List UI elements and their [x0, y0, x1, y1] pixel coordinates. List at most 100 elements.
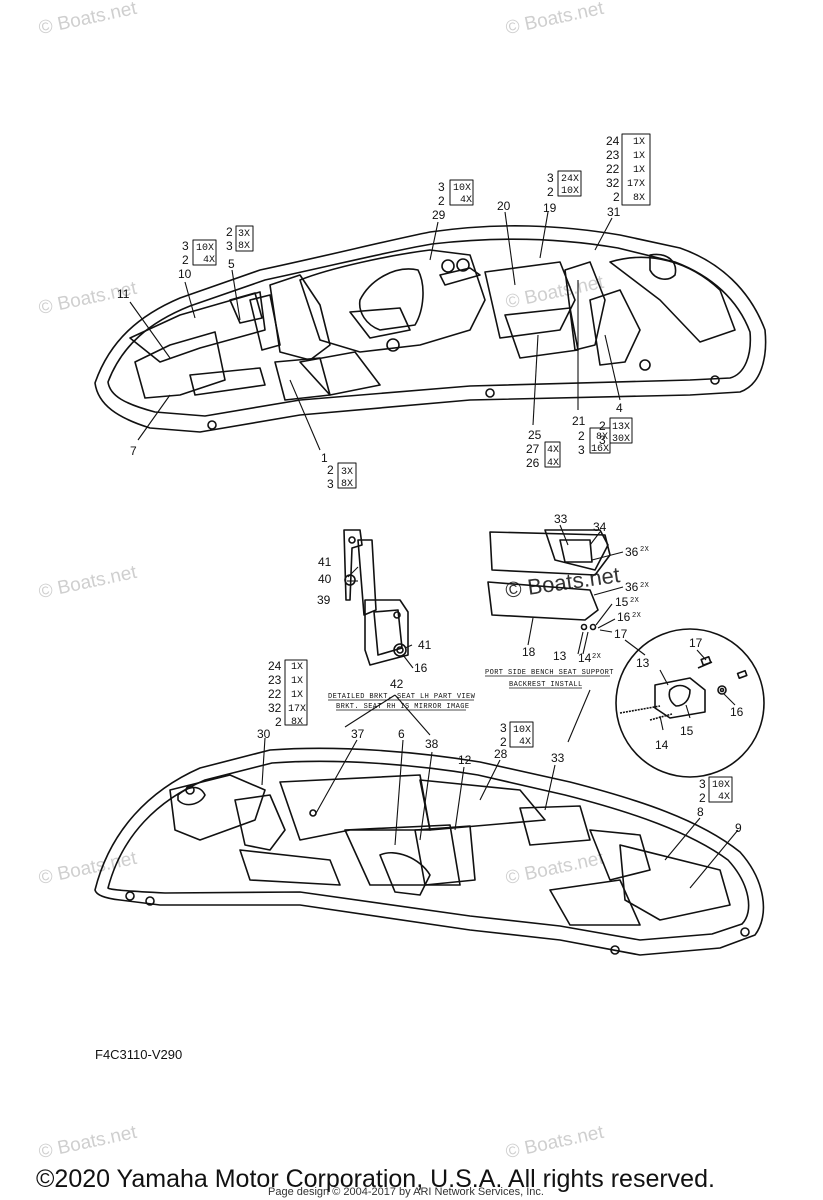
qty-4x: 4X — [460, 195, 472, 206]
qty-13x: 13X — [612, 422, 630, 433]
bracket-note-line-1: DETAILED BRKT. SEAT LH PART VIEW — [328, 693, 476, 701]
callout-33: 33 — [554, 512, 568, 526]
callout-42: 42 — [390, 677, 404, 691]
callout-17: 17 — [614, 627, 628, 641]
callout-39: 39 — [317, 593, 331, 607]
callout-30: 30 — [257, 727, 271, 741]
callout-12: 12 — [458, 753, 472, 767]
callout-29: 29 — [432, 208, 446, 222]
callout-18: 18 — [522, 645, 536, 659]
callout-1: 1 — [321, 451, 328, 465]
qty-10x: 10X — [196, 243, 214, 254]
port-seat-note: PORT SIDE BENCH SEAT SUPPORT — [485, 669, 614, 677]
qty-8x: 8X — [596, 432, 608, 443]
qty-8x: 8X — [341, 479, 353, 490]
upper-deck-drawing — [94, 225, 767, 433]
qty-part-2: 2 — [438, 194, 445, 208]
callout-16: 16 — [730, 705, 744, 719]
callout-16: 16 — [617, 610, 631, 624]
qty-10x: 10X — [513, 725, 531, 736]
qty-10x: 10X — [561, 186, 579, 197]
lower-leader-lines — [261, 737, 739, 889]
callout-5: 5 — [228, 257, 235, 271]
callout-20: 20 — [497, 199, 511, 213]
callout-7: 7 — [130, 444, 137, 458]
qty-part-3: 3 — [578, 443, 585, 457]
qty-part-2: 2 — [182, 253, 189, 267]
qty-part-32: 32 — [268, 701, 282, 715]
qty-part-24: 24 — [606, 134, 620, 148]
qty-1x: 1X — [291, 676, 303, 687]
quantity-boxes — [192, 133, 733, 803]
callout-31: 31 — [607, 205, 621, 219]
diagram-code: F4C3110-V290 — [95, 1047, 183, 1062]
callout-8: 8 — [697, 805, 704, 819]
callout-36: 36 — [625, 580, 639, 594]
qty-1x: 1X — [291, 690, 303, 701]
callout-21: 21 — [572, 414, 586, 428]
callout-14: 14 — [578, 651, 592, 665]
callout-28: 28 — [494, 747, 508, 761]
diagram-notes: DETAILED BRKT. SEAT LH PART VIEW BRKT. S… — [328, 669, 614, 711]
callout-10: 10 — [178, 267, 192, 281]
backrest-drawing — [487, 529, 611, 631]
qty-4x: 4X — [519, 737, 531, 748]
qty-17x: 17X — [627, 179, 645, 190]
qty-17x: 17X — [288, 704, 306, 715]
callout-4: 4 — [616, 401, 623, 415]
qty-part-22: 22 — [268, 687, 282, 701]
backrest-note: BACKREST INSTALL — [509, 681, 583, 689]
callout-33: 33 — [551, 751, 565, 765]
qty-part-2: 2 — [599, 419, 606, 433]
callout-9: 9 — [735, 821, 742, 835]
qty-2x: 2X — [592, 653, 602, 661]
qty-part-3: 3 — [327, 477, 334, 491]
qty-1x: 1X — [291, 662, 303, 673]
qty-1x: 1X — [633, 165, 645, 176]
callout-11: 11 — [117, 287, 130, 301]
callout-14: 14 — [655, 738, 669, 752]
qty-2x: 2X — [640, 582, 650, 590]
qty-3x: 3X — [341, 467, 353, 478]
callout-15: 15 — [615, 595, 629, 609]
qty-part-3: 3 — [500, 721, 507, 735]
callout-25: 25 — [528, 428, 542, 442]
qty-4x: 4X — [547, 445, 559, 456]
qty-part-2: 2 — [226, 225, 233, 239]
qty-8x: 8X — [633, 193, 645, 204]
qty-part-23: 23 — [268, 673, 282, 687]
qty-4x: 4X — [547, 458, 559, 469]
callout-16: 16 — [414, 661, 428, 675]
qty-part-2: 2 — [327, 463, 334, 477]
qty-part-32: 32 — [606, 176, 620, 190]
qty-part-2: 2 — [500, 735, 507, 749]
qty-16x: 16X — [591, 444, 609, 455]
qty-part-2: 2 — [613, 190, 620, 204]
qty-part-22: 22 — [606, 162, 620, 176]
qty-2x: 2X — [640, 546, 650, 554]
qty-part-24: 24 — [268, 659, 282, 673]
qty-3x: 3X — [238, 229, 250, 240]
bracket-note-line-2: BRKT. SEAT RH IS MIRROR IMAGE — [336, 703, 469, 711]
qty-8x: 8X — [291, 717, 303, 728]
qty-part-3: 3 — [226, 239, 233, 253]
qty-part-23: 23 — [606, 148, 620, 162]
callout-labels: 1 4 5 7 10 11 19 20 21 25 27 26 29 31 33… — [117, 199, 744, 835]
callout-27: 27 — [526, 442, 540, 456]
seat-bracket-drawing — [343, 529, 409, 666]
qty-part-2: 2 — [699, 791, 706, 805]
callout-40: 40 — [318, 572, 332, 586]
callout-17: 17 — [689, 636, 703, 650]
qty-4x: 4X — [718, 792, 730, 803]
qty-part-2: 2 — [578, 429, 585, 443]
qty-part-3: 3 — [547, 171, 554, 185]
upper-leader-lines — [129, 211, 621, 451]
qty-1x: 1X — [633, 137, 645, 148]
lower-deck-drawing — [94, 747, 765, 956]
backrest-leader-lines — [527, 524, 646, 743]
callout-26: 26 — [526, 456, 540, 470]
callout-38: 38 — [425, 737, 439, 751]
qty-part-2: 2 — [275, 715, 282, 729]
callout-41: 41 — [318, 555, 332, 569]
callout-41: 41 — [418, 638, 432, 652]
